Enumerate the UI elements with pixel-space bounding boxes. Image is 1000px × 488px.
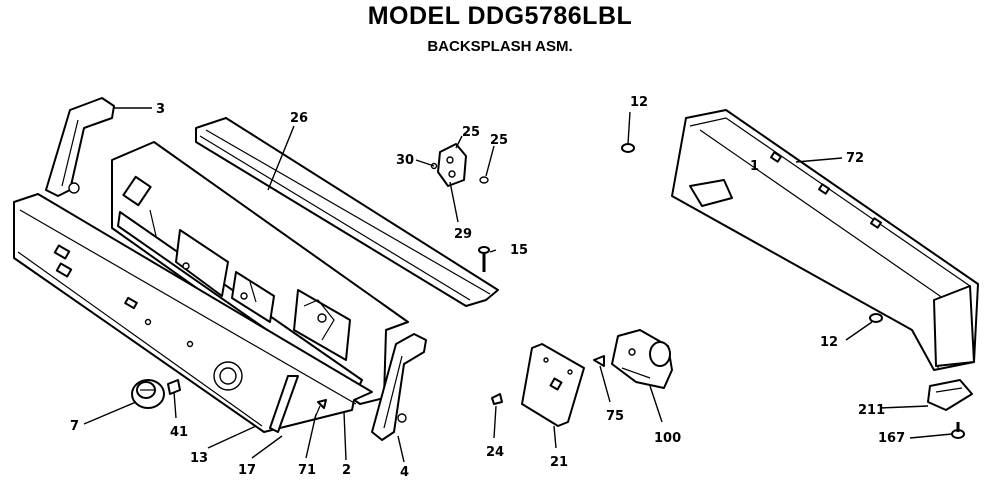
callout-29: 29 — [454, 227, 472, 242]
callout-1: 1 — [750, 159, 759, 174]
part-100-timer — [611, 329, 673, 389]
part-72-rear-housing — [671, 109, 979, 371]
part-75-screw — [593, 355, 605, 367]
part-3-left-end-cap — [45, 97, 115, 197]
part-211-bracket — [927, 379, 973, 411]
callout-72: 72 — [846, 151, 864, 166]
part-4-right-end-cap — [371, 333, 427, 441]
part-12-grommet-upper — [621, 143, 635, 153]
part-12-grommet-lower — [869, 313, 883, 323]
callout-labels: 3 26 30 25 25 29 15 12 72 1 12 7 41 13 1… — [70, 95, 905, 480]
callout-25-screw: 25 — [490, 133, 508, 148]
callout-17: 17 — [238, 463, 256, 478]
part-15-screw — [478, 246, 490, 272]
callout-13: 13 — [190, 451, 208, 466]
callout-100: 100 — [654, 431, 681, 446]
callout-24: 24 — [486, 445, 504, 460]
callout-25-upper: 25 — [462, 125, 480, 140]
part-25-screw — [479, 176, 489, 184]
callout-12-upper: 12 — [630, 95, 648, 110]
callout-75: 75 — [606, 409, 624, 424]
callout-30: 30 — [396, 153, 414, 168]
callout-15: 15 — [510, 243, 528, 258]
callout-26: 26 — [290, 111, 308, 126]
front-control-panel — [13, 193, 373, 433]
callout-12-lower: 12 — [820, 335, 838, 350]
part-26-top-trim — [195, 117, 499, 307]
callout-211: 211 — [858, 403, 885, 418]
part-41-clip — [167, 379, 181, 395]
callout-41: 41 — [170, 425, 188, 440]
callout-3: 3 — [156, 102, 165, 117]
part-7-knob — [131, 379, 165, 409]
callout-167: 167 — [878, 431, 905, 446]
part-21-circuit-board — [521, 343, 585, 427]
callout-21: 21 — [550, 455, 568, 470]
callout-2: 2 — [342, 463, 351, 478]
callout-71: 71 — [298, 463, 316, 478]
diagram-subtitle: BACKSPLASH ASM. — [427, 38, 573, 55]
part-17-rod — [269, 375, 299, 433]
diagram-title: MODEL DDG5786LBL — [367, 2, 633, 30]
part-167-screw — [951, 422, 965, 439]
backsplash-frame — [111, 141, 409, 405]
leader-lines — [83, 107, 953, 463]
callout-7: 7 — [70, 419, 79, 434]
part-29-switch-assembly — [430, 143, 467, 187]
part-24-nut — [491, 393, 503, 405]
callout-4: 4 — [400, 465, 409, 480]
